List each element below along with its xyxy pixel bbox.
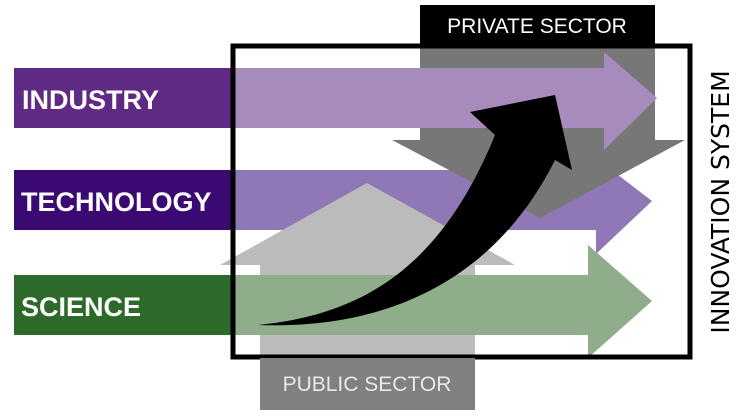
industry-label: INDUSTRY [22,85,159,115]
innovation-system-frame [230,43,693,360]
public-sector-box [260,358,475,410]
private-sector-box [420,5,655,45]
growth-curve-arrow [258,95,572,326]
public-sector-label: PUBLIC SECTOR [283,373,452,396]
industry-box [14,68,233,128]
science-box [14,275,233,335]
science-arrow [233,245,652,358]
technology-label: TECHNOLOGY [21,187,212,217]
innovation-system-label: INNOVATION SYSTEM [706,70,735,333]
technology-box [14,170,233,230]
science-label: SCIENCE [21,292,141,322]
private-sector-label: PRIVATE SECTOR [447,15,627,38]
